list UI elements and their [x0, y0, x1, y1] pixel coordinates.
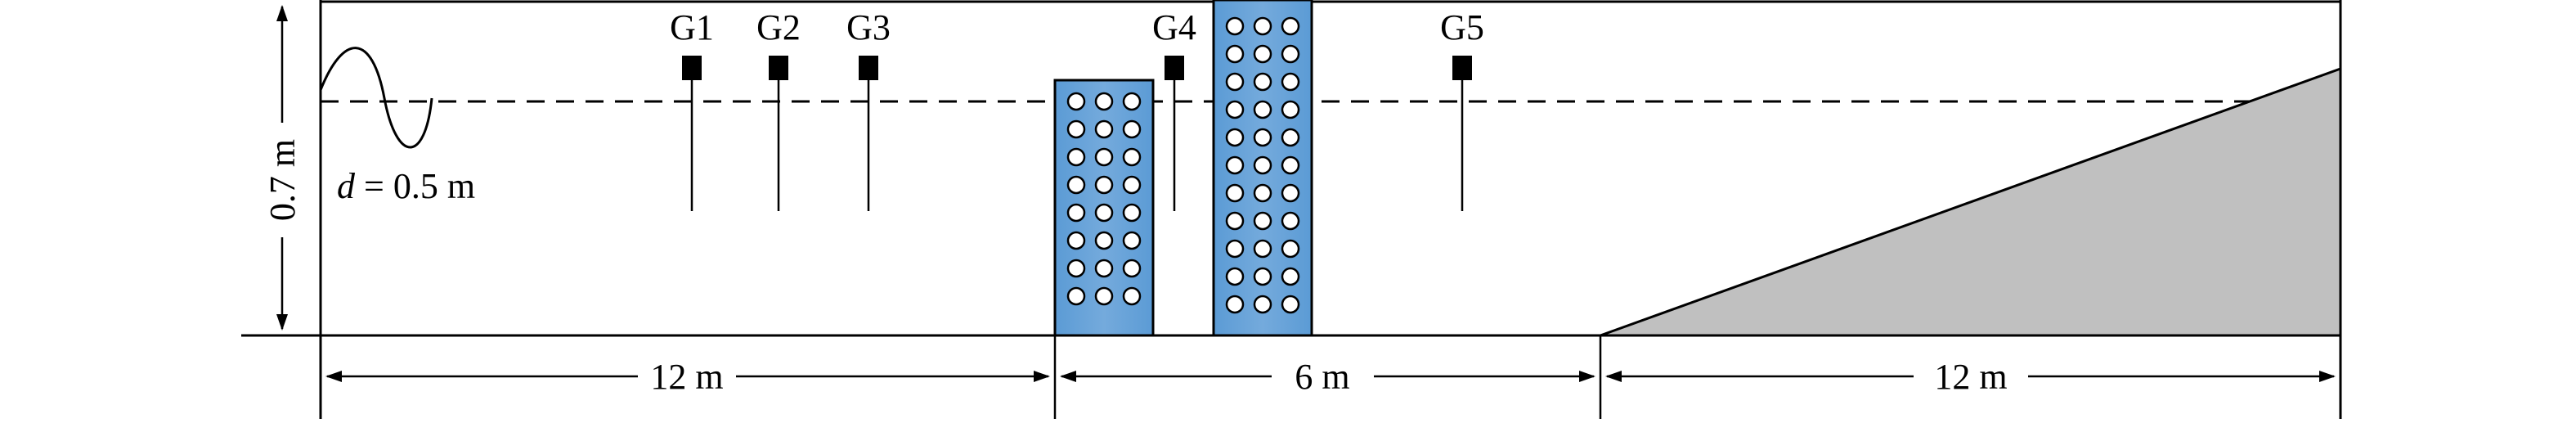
gauge-label: G4 — [1152, 7, 1196, 47]
gauge-g1: G1 — [670, 7, 714, 211]
gauge-g2: G2 — [756, 7, 801, 211]
dimension-left-label: 12 m — [650, 357, 723, 397]
perforation-hole — [1094, 147, 1114, 167]
perforation-hole — [1225, 155, 1245, 175]
gauge-g3: G3 — [846, 7, 891, 211]
perforation-hole — [1281, 295, 1300, 314]
perforation-hole — [1253, 155, 1272, 175]
perforation-hole — [1094, 231, 1114, 250]
perforation-hole — [1066, 203, 1086, 223]
perforation-hole — [1094, 175, 1114, 195]
perforation-hole — [1225, 128, 1245, 147]
perforation-hole — [1225, 44, 1245, 64]
water-depth-label: d = 0.5 m — [337, 166, 475, 206]
perforation-hole — [1281, 100, 1300, 119]
perforation-hole — [1122, 119, 1142, 139]
perforation-hole — [1225, 183, 1245, 203]
dimension-right-label: 12 m — [1934, 357, 2007, 397]
perforation-hole — [1122, 203, 1142, 223]
perforation-hole — [1253, 183, 1272, 203]
perforation-hole — [1281, 183, 1300, 203]
perforation-hole — [1253, 72, 1272, 92]
perforation-hole — [1253, 44, 1272, 64]
perforation-hole — [1094, 286, 1114, 306]
water-depth-symbol: d — [337, 166, 356, 206]
wave-icon — [319, 47, 433, 149]
perforation-hole — [1122, 259, 1142, 278]
perforation-hole — [1281, 211, 1300, 231]
perforation-hole — [1066, 119, 1086, 139]
sloping-beach — [1600, 66, 2342, 337]
perforation-hole — [1066, 147, 1086, 167]
perforation-hole — [1253, 295, 1272, 314]
perforation-hole — [1066, 92, 1086, 111]
perforation-hole — [1122, 231, 1142, 250]
perforation-hole — [1066, 259, 1086, 278]
perforation-hole — [1253, 16, 1272, 36]
perforation-hole — [1094, 259, 1114, 278]
perforation-hole — [1253, 211, 1272, 231]
gauge-head — [1452, 56, 1472, 80]
perforation-hole — [1066, 175, 1086, 195]
perforation-hole — [1094, 92, 1114, 111]
perforation-hole — [1281, 72, 1300, 92]
gauge-head — [769, 56, 788, 80]
perforation-hole — [1281, 44, 1300, 64]
breakwater-holes — [1225, 16, 1300, 314]
perforation-hole — [1281, 128, 1300, 147]
dimension-middle-label: 6 m — [1295, 357, 1349, 397]
flume-height-label: 0.7 m — [263, 139, 303, 221]
perforation-hole — [1225, 16, 1245, 36]
perforation-hole — [1281, 155, 1300, 175]
perforated-breakwater-2 — [1212, 0, 1313, 337]
perforation-hole — [1281, 267, 1300, 286]
gauge-label: G2 — [756, 7, 801, 47]
breakwater-holes — [1066, 92, 1142, 306]
perforation-hole — [1225, 211, 1245, 231]
perforation-hole — [1225, 267, 1245, 286]
gauge-head — [682, 56, 702, 80]
gauge-label: G5 — [1440, 7, 1484, 47]
gauge-g5: G5 — [1440, 7, 1484, 211]
gauge-head — [859, 56, 878, 80]
perforation-hole — [1253, 239, 1272, 259]
perforation-hole — [1122, 286, 1142, 306]
perforation-hole — [1066, 231, 1086, 250]
gauge-label: G1 — [670, 7, 714, 47]
perforation-hole — [1225, 72, 1245, 92]
perforation-hole — [1253, 128, 1272, 147]
perforation-hole — [1122, 147, 1142, 167]
perforation-hole — [1122, 92, 1142, 111]
perforation-hole — [1122, 175, 1142, 195]
perforation-hole — [1281, 16, 1300, 36]
gauge-g4: G4 — [1152, 7, 1196, 211]
perforated-breakwater-1 — [1053, 79, 1155, 337]
perforation-hole — [1253, 267, 1272, 286]
perforation-hole — [1225, 239, 1245, 259]
gauge-head — [1165, 56, 1184, 80]
perforation-hole — [1066, 286, 1086, 306]
perforation-hole — [1225, 295, 1245, 314]
perforation-hole — [1281, 239, 1300, 259]
perforation-hole — [1094, 203, 1114, 223]
water-depth-value: = 0.5 m — [355, 166, 475, 206]
gauge-label: G3 — [846, 7, 891, 47]
perforation-hole — [1225, 100, 1245, 119]
perforation-hole — [1253, 100, 1272, 119]
perforation-hole — [1094, 119, 1114, 139]
